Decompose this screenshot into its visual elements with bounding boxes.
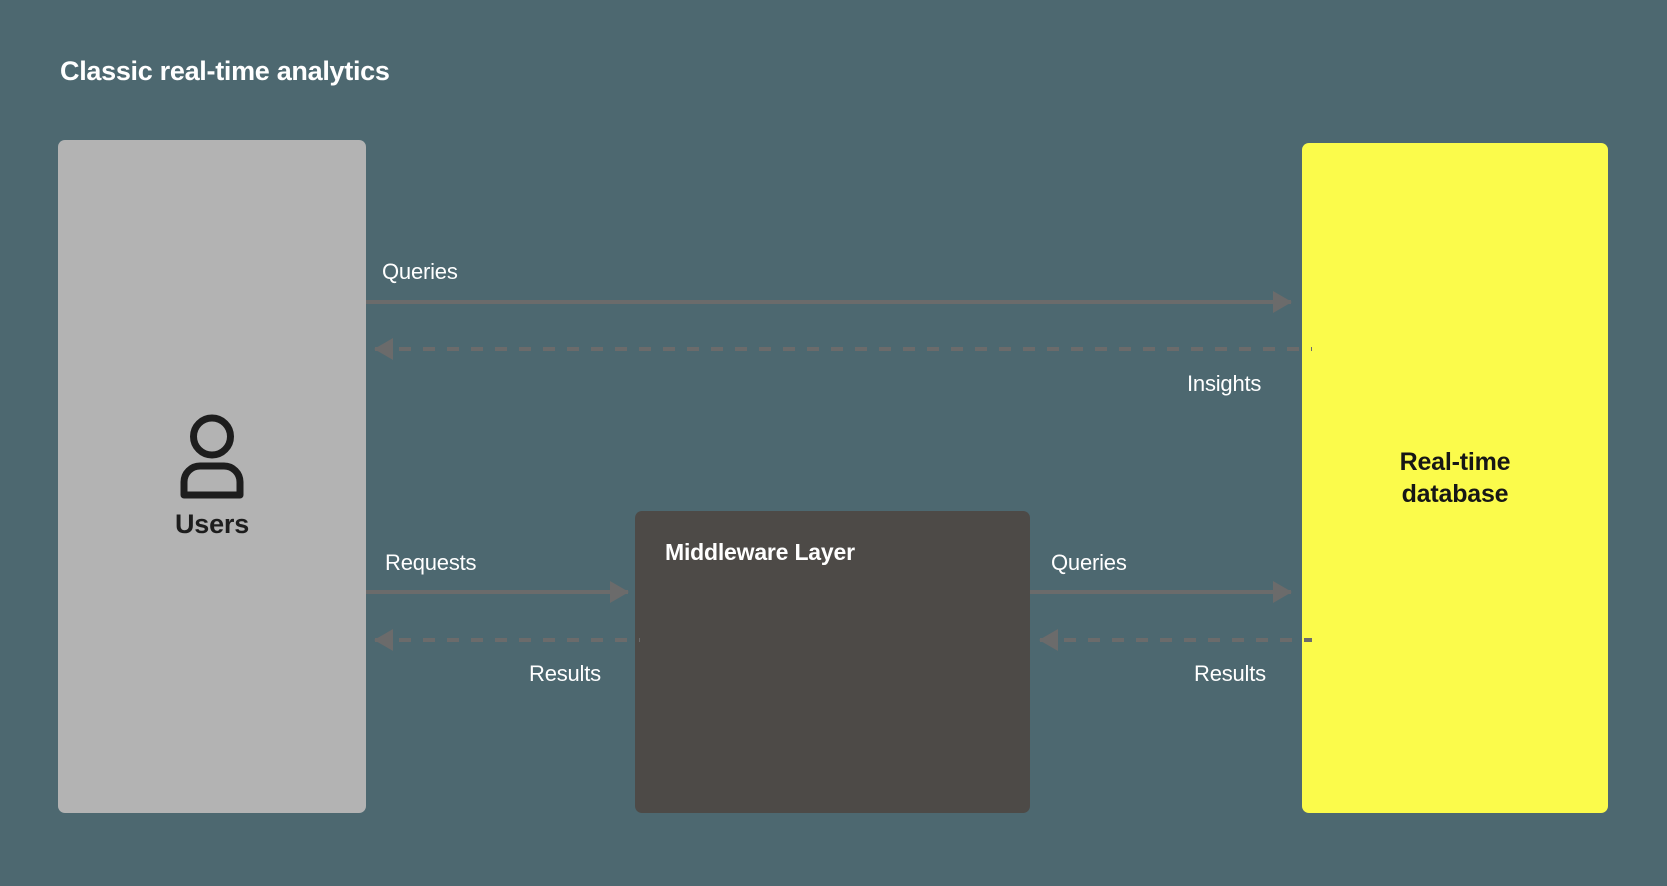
arrow-head-left-icon xyxy=(1039,629,1058,651)
edge-line-solid xyxy=(366,300,1291,304)
arrow-head-left-icon xyxy=(374,629,393,651)
edge-label-queries-bottom: Queries xyxy=(1051,550,1127,575)
edge-label-results-right: Results xyxy=(1194,661,1266,686)
arrow-head-right-icon xyxy=(1273,291,1292,313)
edge-label-insights: Insights xyxy=(1187,371,1262,396)
edge-line-dashed xyxy=(1040,638,1312,642)
edge-line-solid xyxy=(366,590,628,594)
edge-label-results-left: Results xyxy=(529,661,601,686)
edge-middleware-to-users-results xyxy=(374,629,640,651)
arrow-head-right-icon xyxy=(610,581,629,603)
edge-users-to-middleware-requests xyxy=(366,581,629,603)
node-middleware[interactable]: Middleware Layer xyxy=(635,511,1030,813)
edge-database-to-middleware-results xyxy=(1039,629,1312,651)
edge-users-to-database-queries xyxy=(366,291,1292,313)
node-database[interactable]: Real-time database xyxy=(1302,143,1608,813)
node-middleware-label: Middleware Layer xyxy=(665,539,855,565)
edge-database-to-users-insights xyxy=(374,338,1312,360)
node-database-label-line1: Real-time xyxy=(1399,448,1511,476)
arrow-head-left-icon xyxy=(374,338,393,360)
user-icon xyxy=(180,414,244,499)
node-database-label: Real-time database xyxy=(1400,446,1511,510)
node-users[interactable]: Users xyxy=(58,140,366,813)
edge-line-dashed xyxy=(375,638,640,642)
node-users-label: Users xyxy=(174,509,250,539)
node-database-label-line2: database xyxy=(1401,480,1509,508)
edge-line-solid xyxy=(1030,590,1291,594)
edge-middleware-to-database-queries xyxy=(1030,581,1292,603)
edge-label-requests: Requests xyxy=(385,550,477,575)
arrow-head-right-icon xyxy=(1273,581,1292,603)
edge-line-dashed xyxy=(375,347,1312,351)
page-title: Classic real-time analytics xyxy=(60,56,390,86)
edge-label-queries-top: Queries xyxy=(382,259,458,284)
